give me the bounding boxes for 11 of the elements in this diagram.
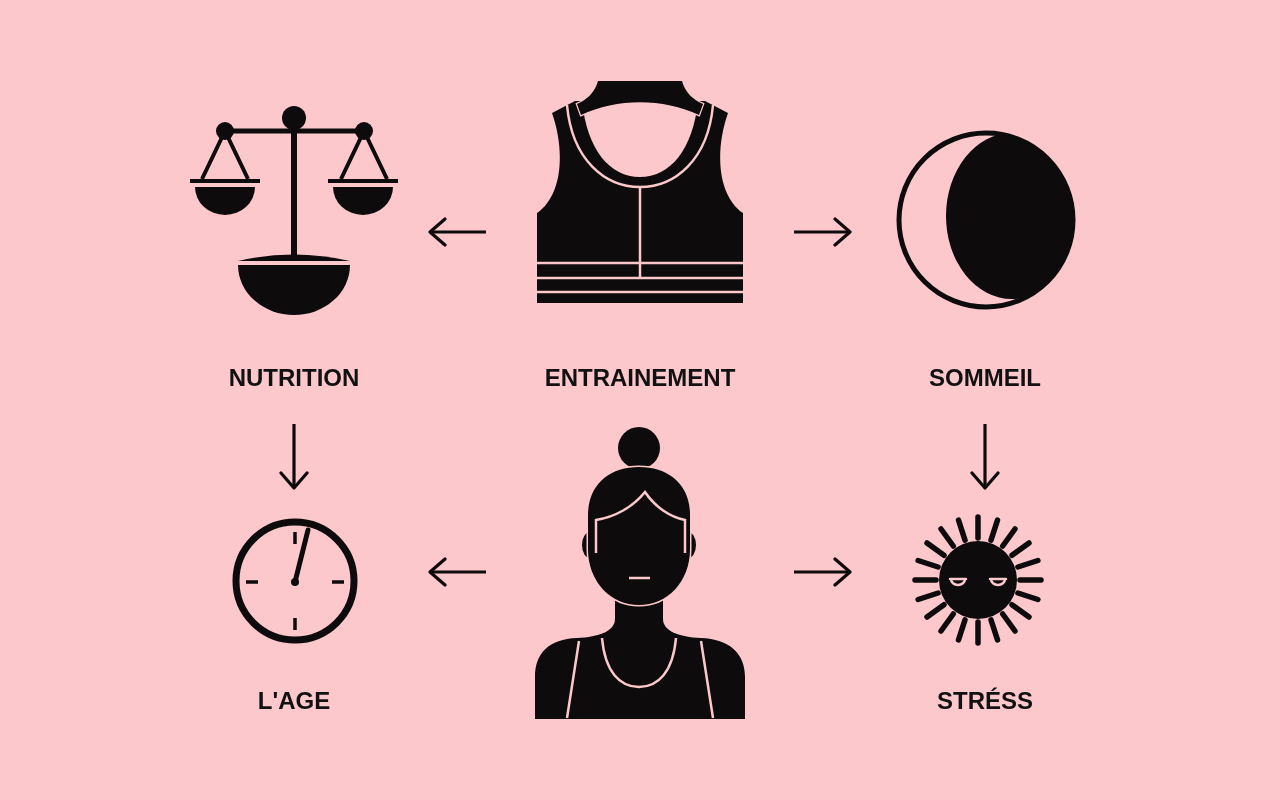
node-label: L'AGE	[257, 686, 331, 715]
arrow	[279, 424, 309, 490]
node-label: SOMMEIL	[929, 363, 1041, 392]
arrow	[428, 557, 486, 587]
node-label: ENTRAINEMENT	[544, 363, 736, 392]
arrow	[970, 424, 1000, 490]
arrow	[794, 557, 852, 587]
arrow	[794, 217, 852, 247]
arrow	[428, 217, 486, 247]
node-label: NUTRITION	[228, 363, 360, 392]
node-label: STRÉSS	[937, 686, 1033, 715]
